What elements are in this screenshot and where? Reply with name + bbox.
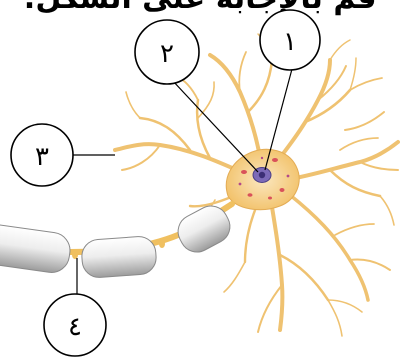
cell-body bbox=[226, 149, 299, 209]
label-3: ٣ bbox=[11, 124, 73, 186]
label-4: ٤ bbox=[44, 294, 106, 356]
myelin-sheath bbox=[0, 200, 236, 279]
label-3-text: ٣ bbox=[35, 142, 49, 172]
axon bbox=[0, 200, 236, 279]
label-2-text: ٢ bbox=[160, 39, 174, 69]
label-2: ٢ bbox=[135, 20, 199, 84]
label-1: ١ bbox=[260, 10, 320, 70]
label-4-text: ٤ bbox=[68, 312, 82, 342]
leader-line-2 bbox=[172, 80, 258, 172]
label-1-text: ١ bbox=[283, 27, 297, 57]
